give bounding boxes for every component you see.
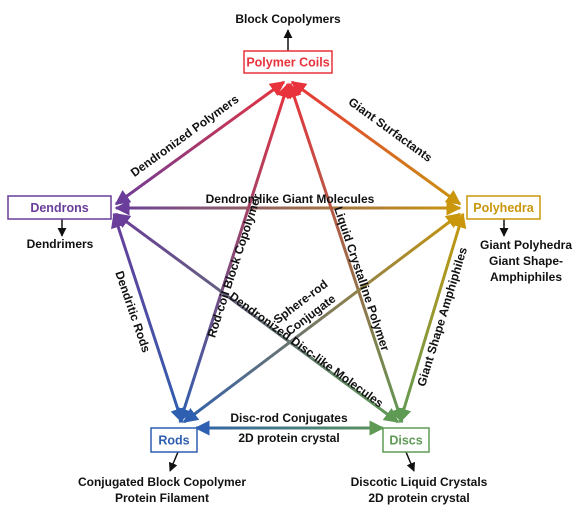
output-giant-shape: Giant Shape- xyxy=(489,254,563,268)
node-label-polymer-coils: Polymer Coils xyxy=(246,56,329,70)
output-amphiphiles: Amphiphiles xyxy=(490,270,562,284)
node-polymer-coils: Polymer Coils xyxy=(243,50,333,74)
output-arrow-rods xyxy=(168,451,179,472)
edge-dendronized-disc-like-molecules xyxy=(114,212,400,424)
label-dendronized-polymers: Dendronized Polymers xyxy=(128,92,242,180)
output-discotic-liquid-crystals: Discotic Liquid Crystals xyxy=(351,475,488,489)
label-disc-rod-2d-protein-crystal: 2D protein crystal xyxy=(238,431,339,445)
edge-dendritic-rods xyxy=(111,212,185,424)
output-conjugated-block-copolymer: Conjugated Block Copolymer xyxy=(78,475,246,489)
label-liquid-crystalline-polymer: Liquid Crystalline Polymer xyxy=(331,205,392,353)
output-2d-protein-crystal: 2D protein crystal xyxy=(368,491,469,505)
node-label-dendrons: Dendrons xyxy=(30,201,88,215)
output-block-copolymers: Block Copolymers xyxy=(235,12,341,26)
output-arrow-discs xyxy=(405,451,416,472)
output-protein-filament: Protein Filament xyxy=(115,491,209,505)
node-dendrons: Dendrons xyxy=(7,195,112,220)
label-dendronized-disc-like-molecules: Dendronized Disc-like Molecules xyxy=(227,289,387,410)
edge-giant-shape-amphiphiles xyxy=(396,212,467,424)
label-giant-shape-amphiphiles: Giant Shape Amphiphiles xyxy=(414,245,470,388)
node-label-polyhedra: Polyhedra xyxy=(473,201,534,215)
output-giant-polyhedra: Giant Polyhedra xyxy=(480,238,572,252)
node-label-rods: Rods xyxy=(158,434,189,448)
edge-giant-surfactants xyxy=(290,80,462,206)
edge-sphere-rod-conjugate xyxy=(182,212,462,424)
edge-dendronized-polymers xyxy=(114,80,286,206)
node-rods: Rods xyxy=(150,427,198,453)
output-dendrimers: Dendrimers xyxy=(27,237,94,251)
label-dendron-like-giant-molecules: Dendron-like Giant Molecules xyxy=(206,192,375,206)
node-discs: Discs xyxy=(382,427,430,453)
node-label-discs: Discs xyxy=(389,434,422,448)
label-disc-rod-conjugates: Disc-rod Conjugates xyxy=(230,411,348,425)
node-polyhedra: Polyhedra xyxy=(466,195,541,220)
